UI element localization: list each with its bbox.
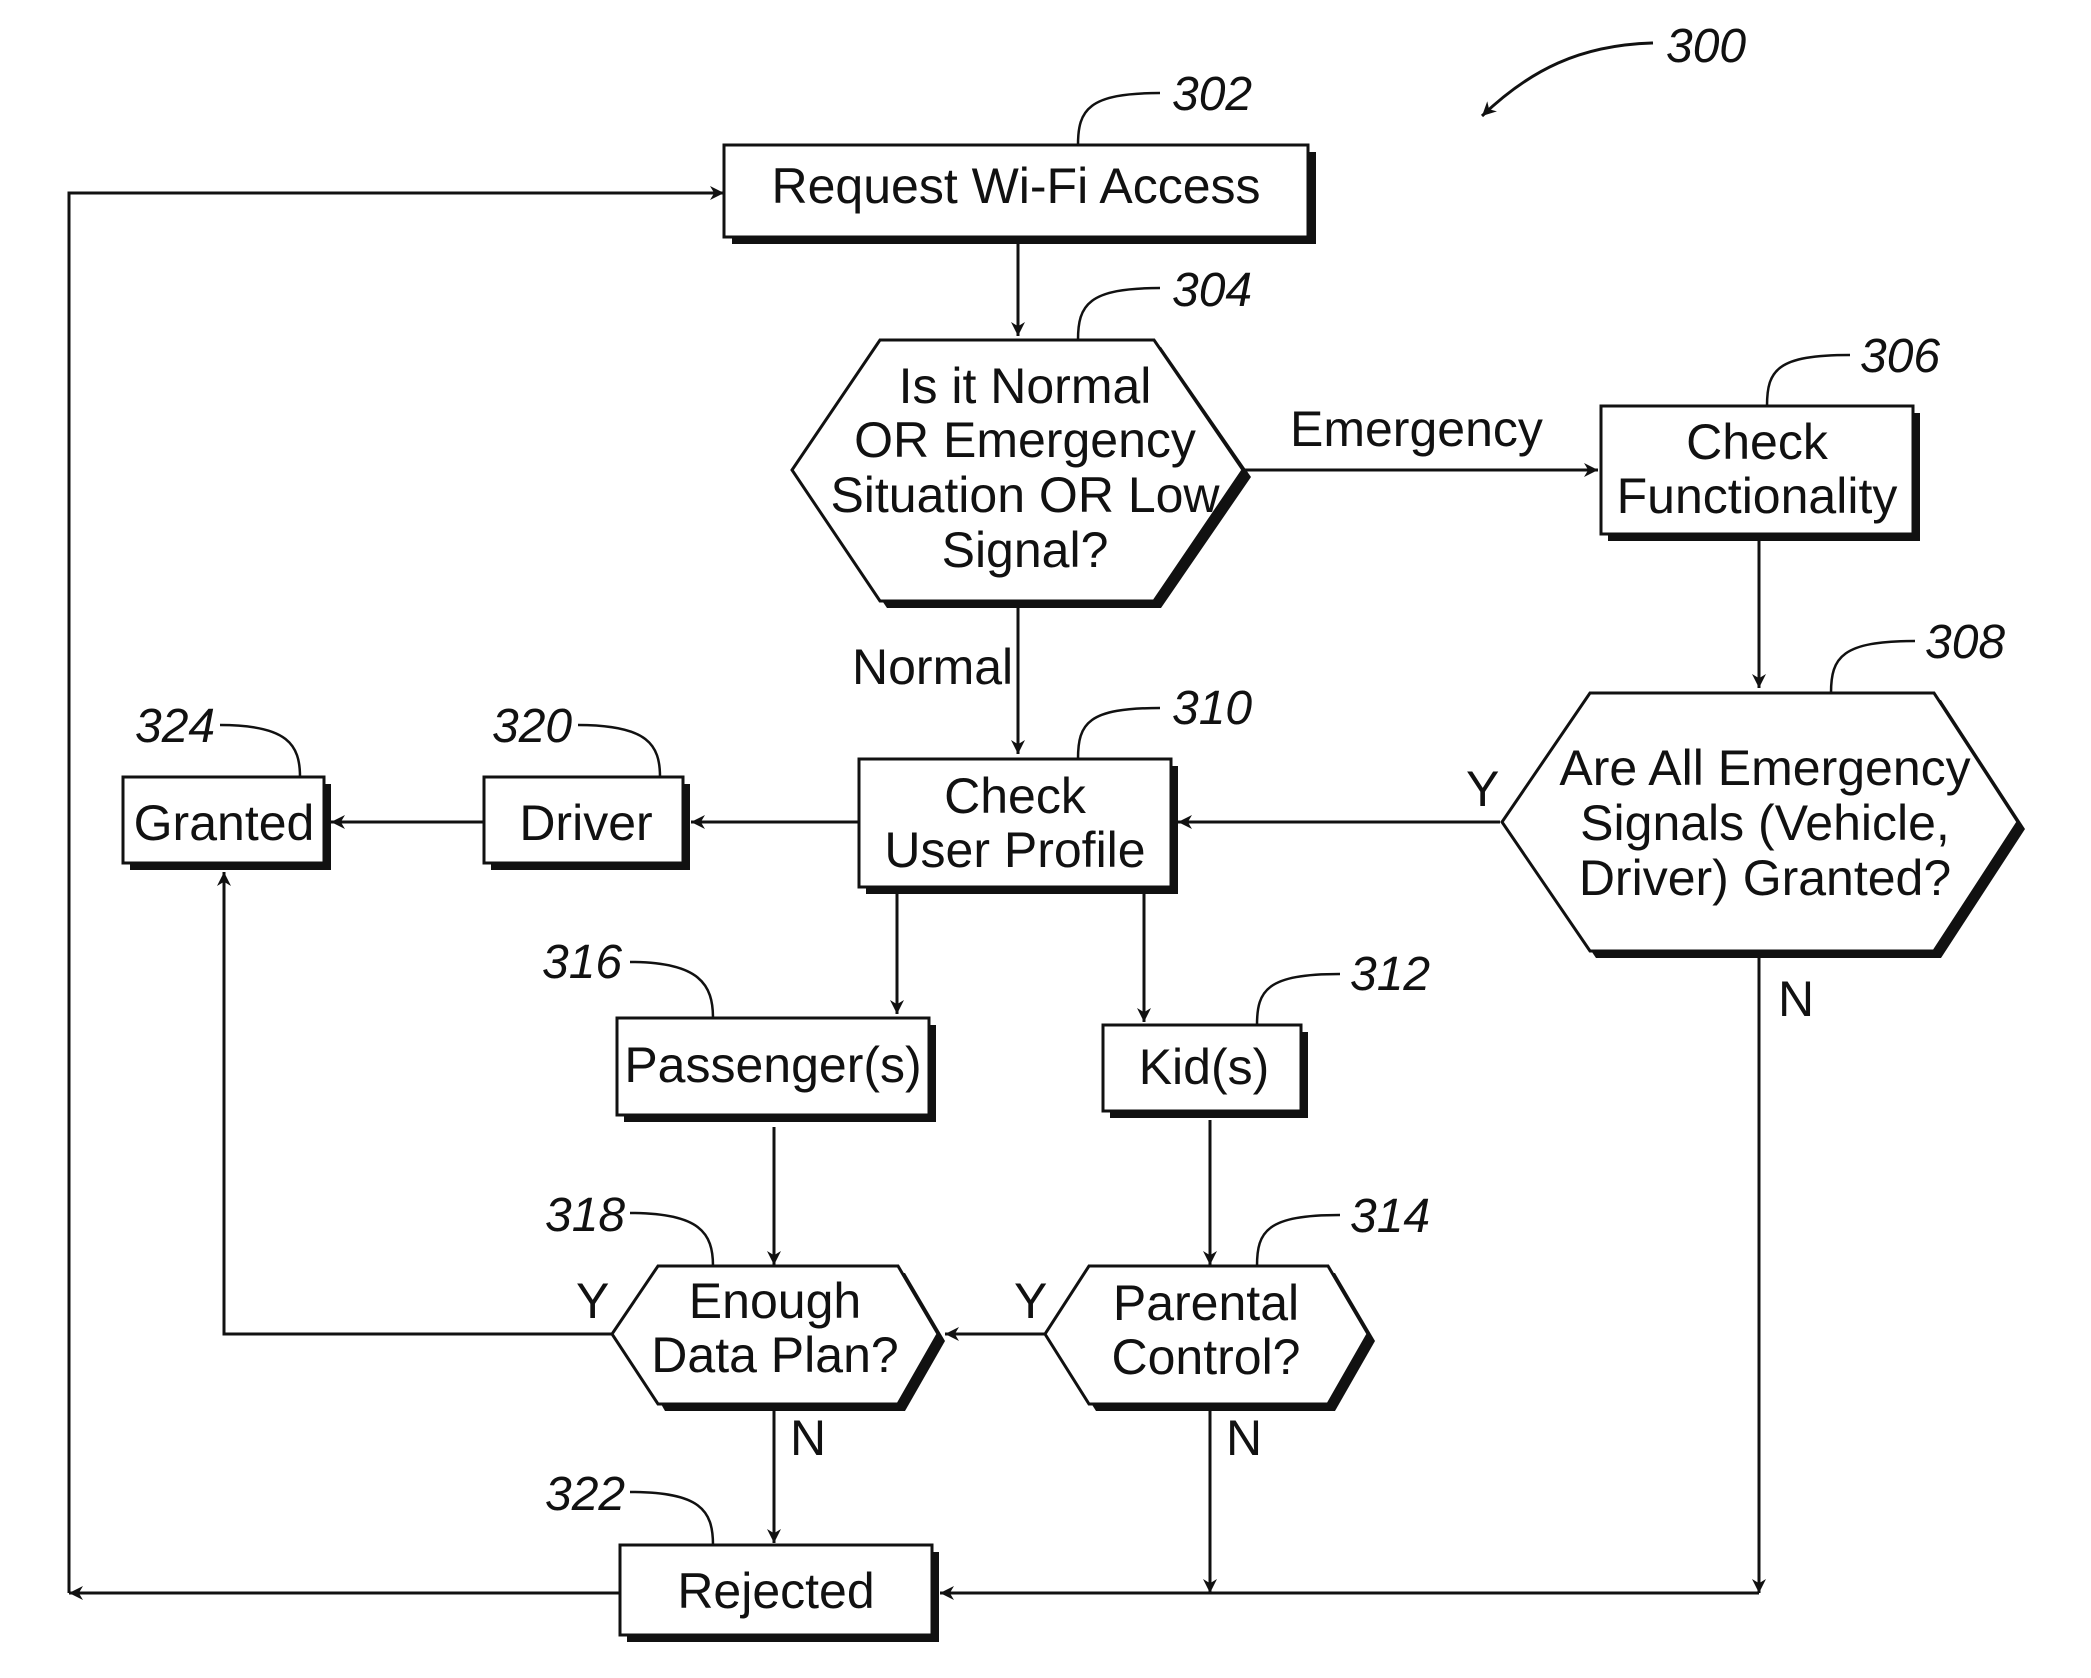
edge-label-308-no: N [1778,971,1814,1027]
node-granted: Granted [123,777,331,870]
node-driver: Driver [484,777,690,870]
node-label-line: Are All Emergency [1559,740,1970,796]
node-data-plan-decision: Enough Data Plan? [612,1266,945,1411]
ref-306: 306 [1860,330,1940,383]
ref-314: 314 [1350,1190,1430,1243]
node-label-line: Functionality [1617,468,1898,524]
node-label-line: OR Emergency [854,412,1196,468]
node-parental-control-decision: Parental Control? [1045,1266,1375,1411]
leader-314 [1257,1215,1340,1266]
leader-318 [630,1213,713,1266]
node-request-wifi: Request Wi-Fi Access [724,145,1316,244]
ref-316: 316 [542,936,622,989]
arrow-loop-back-to-302 [69,193,724,1593]
ref-312: 312 [1350,948,1430,1001]
node-label-line: Check [944,768,1087,824]
node-label: Driver [519,795,652,851]
figure-ref-pointer [1482,43,1653,116]
edge-label-normal: Normal [852,639,1013,695]
node-label: Granted [134,795,315,851]
ref-310: 310 [1172,682,1252,735]
ref-320: 320 [492,700,572,753]
leader-306 [1767,355,1850,406]
node-label: Passenger(s) [624,1037,921,1093]
node-label-line: Signal? [942,522,1109,578]
leader-322 [630,1492,713,1545]
node-emergency-granted-decision: Are All Emergency Signals (Vehicle, Driv… [1502,693,2025,958]
edge-label-314-yes: Y [1014,1273,1047,1329]
node-check-functionality: Check Functionality [1601,406,1920,541]
node-label: Request Wi-Fi Access [771,158,1260,214]
ref-318: 318 [545,1189,625,1242]
node-label-line: Control? [1112,1329,1301,1385]
figure-ref-label: 300 [1666,20,1746,73]
leader-308 [1831,641,1915,693]
node-check-user-profile: Check User Profile [859,759,1178,894]
node-situation-decision: Is it Normal OR Emergency Situation OR L… [792,340,1251,608]
edge-label-314-no: N [1226,1410,1262,1466]
node-label-line: Driver) Granted? [1579,850,1951,906]
node-rejected: Rejected [620,1545,939,1642]
ref-322: 322 [545,1468,625,1521]
edge-label-318-no: N [790,1410,826,1466]
node-label-line: Check [1686,414,1829,470]
node-label-line: Enough [689,1273,861,1329]
node-label: Kid(s) [1139,1039,1270,1095]
node-label-line: User Profile [884,822,1145,878]
leader-302 [1078,93,1160,145]
node-label-line: Signals (Vehicle, [1580,795,1950,851]
node-label-line: Is it Normal [899,358,1152,414]
ref-302: 302 [1172,68,1252,121]
ref-308: 308 [1925,616,2005,669]
leader-310 [1078,708,1160,759]
ref-304: 304 [1172,264,1252,317]
leader-304 [1078,288,1160,340]
leader-312 [1257,974,1340,1025]
node-label-line: Parental [1113,1275,1299,1331]
leader-324 [220,725,300,777]
node-label-line: Data Plan? [651,1327,898,1383]
leader-320 [578,725,660,777]
edge-label-318-yes: Y [576,1273,609,1329]
figure-ref-300: 300 [1482,20,1746,116]
node-kids: Kid(s) [1103,1025,1308,1118]
node-passengers: Passenger(s) [617,1018,936,1122]
node-label-line: Situation OR Low [830,467,1220,523]
node-label: Rejected [677,1563,874,1619]
edge-label-emergency: Emergency [1290,401,1543,457]
ref-324: 324 [135,700,215,753]
leader-316 [630,962,713,1018]
edge-label-308-yes: Y [1466,761,1499,817]
